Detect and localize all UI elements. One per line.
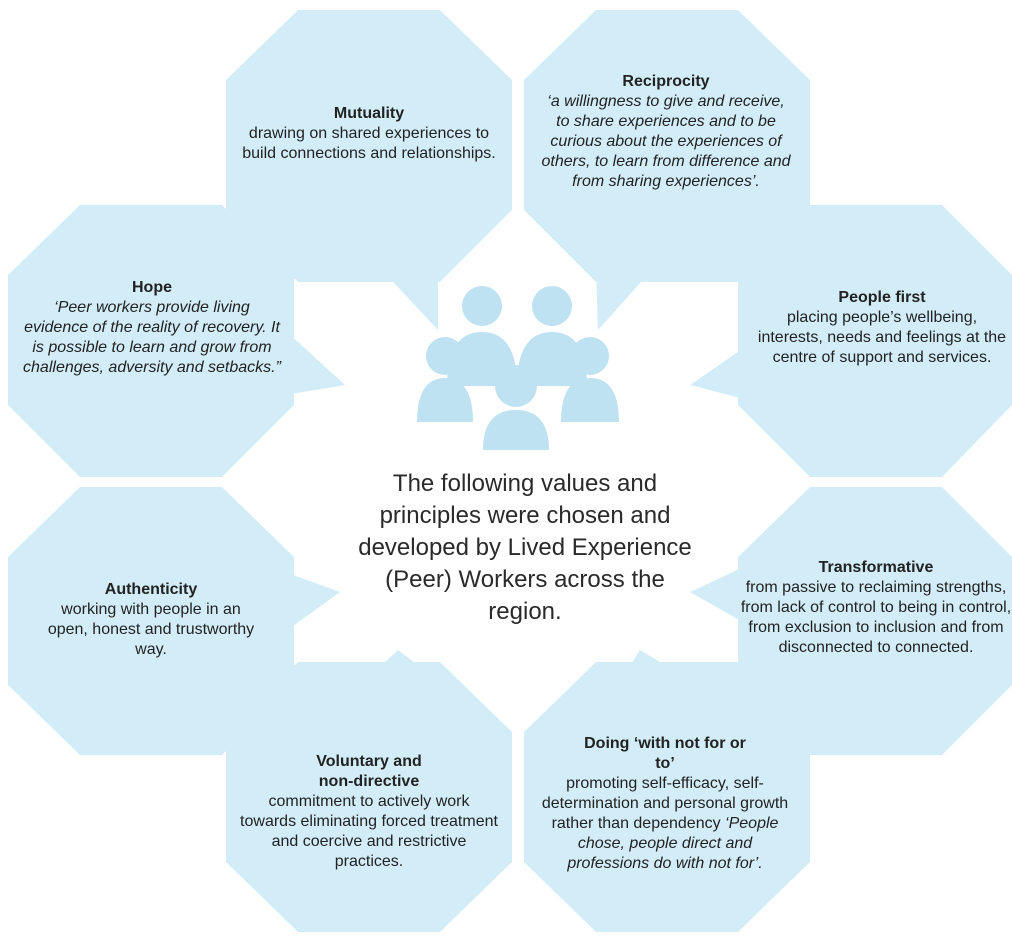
octagon-hope bbox=[8, 205, 345, 477]
mutuality-title: Mutuality bbox=[333, 105, 405, 122]
card-authenticity: Authenticity working with people in an o… bbox=[22, 580, 280, 660]
transformative-body: from passive to reclaiming strengths, fr… bbox=[740, 579, 1012, 656]
reciprocity-body: ‘a willingness to give and receive, to s… bbox=[541, 93, 791, 190]
mutuality-body: drawing on shared experiences to build c… bbox=[242, 125, 496, 162]
people-first-title: People first bbox=[838, 289, 926, 306]
doing-with-title: Doing ‘with not for or to’ bbox=[584, 735, 746, 772]
doing-with-body: promoting self-efficacy, self-determinat… bbox=[541, 775, 789, 832]
card-transformative: Transformative from passive to reclaimin… bbox=[740, 558, 1012, 658]
card-doing-with: Doing ‘with not for or to’ promoting sel… bbox=[538, 734, 792, 874]
octagon-reciprocity bbox=[524, 10, 810, 330]
card-mutuality: Mutuality drawing on shared experiences … bbox=[240, 104, 498, 164]
transformative-title: Transformative bbox=[818, 559, 934, 576]
center-intro-text: The following values and principles were… bbox=[358, 470, 692, 625]
card-people-first: People first placing people’s wellbeing,… bbox=[754, 288, 1010, 368]
voluntary-title: Voluntary and non-directive bbox=[316, 753, 422, 790]
octagon-people-first bbox=[690, 205, 1012, 477]
octagon-doing-with bbox=[524, 650, 810, 932]
authenticity-body: working with people in an open, honest a… bbox=[47, 601, 255, 658]
octagon-mutuality bbox=[226, 10, 512, 330]
people-group-icon bbox=[417, 286, 619, 450]
hope-body: ‘Peer workers provide living evidence of… bbox=[23, 299, 281, 376]
octagon-authenticity bbox=[8, 487, 340, 755]
card-voluntary: Voluntary and non-directive commitment t… bbox=[240, 752, 498, 872]
octagon-voluntary bbox=[226, 650, 512, 932]
card-hope: Hope ‘Peer workers provide living eviden… bbox=[20, 278, 284, 378]
voluntary-body: commitment to actively work towards elim… bbox=[240, 793, 498, 870]
people-first-body: placing people’s wellbeing, interests, n… bbox=[757, 309, 1007, 366]
octagon-transformative bbox=[690, 487, 1012, 755]
doing-with-quote: ‘People chose, people direct and profess… bbox=[567, 815, 779, 872]
card-reciprocity: Reciprocity ‘a willingness to give and r… bbox=[540, 72, 792, 192]
reciprocity-title: Reciprocity bbox=[622, 73, 710, 90]
authenticity-title: Authenticity bbox=[104, 581, 198, 598]
hope-title: Hope bbox=[132, 279, 172, 296]
